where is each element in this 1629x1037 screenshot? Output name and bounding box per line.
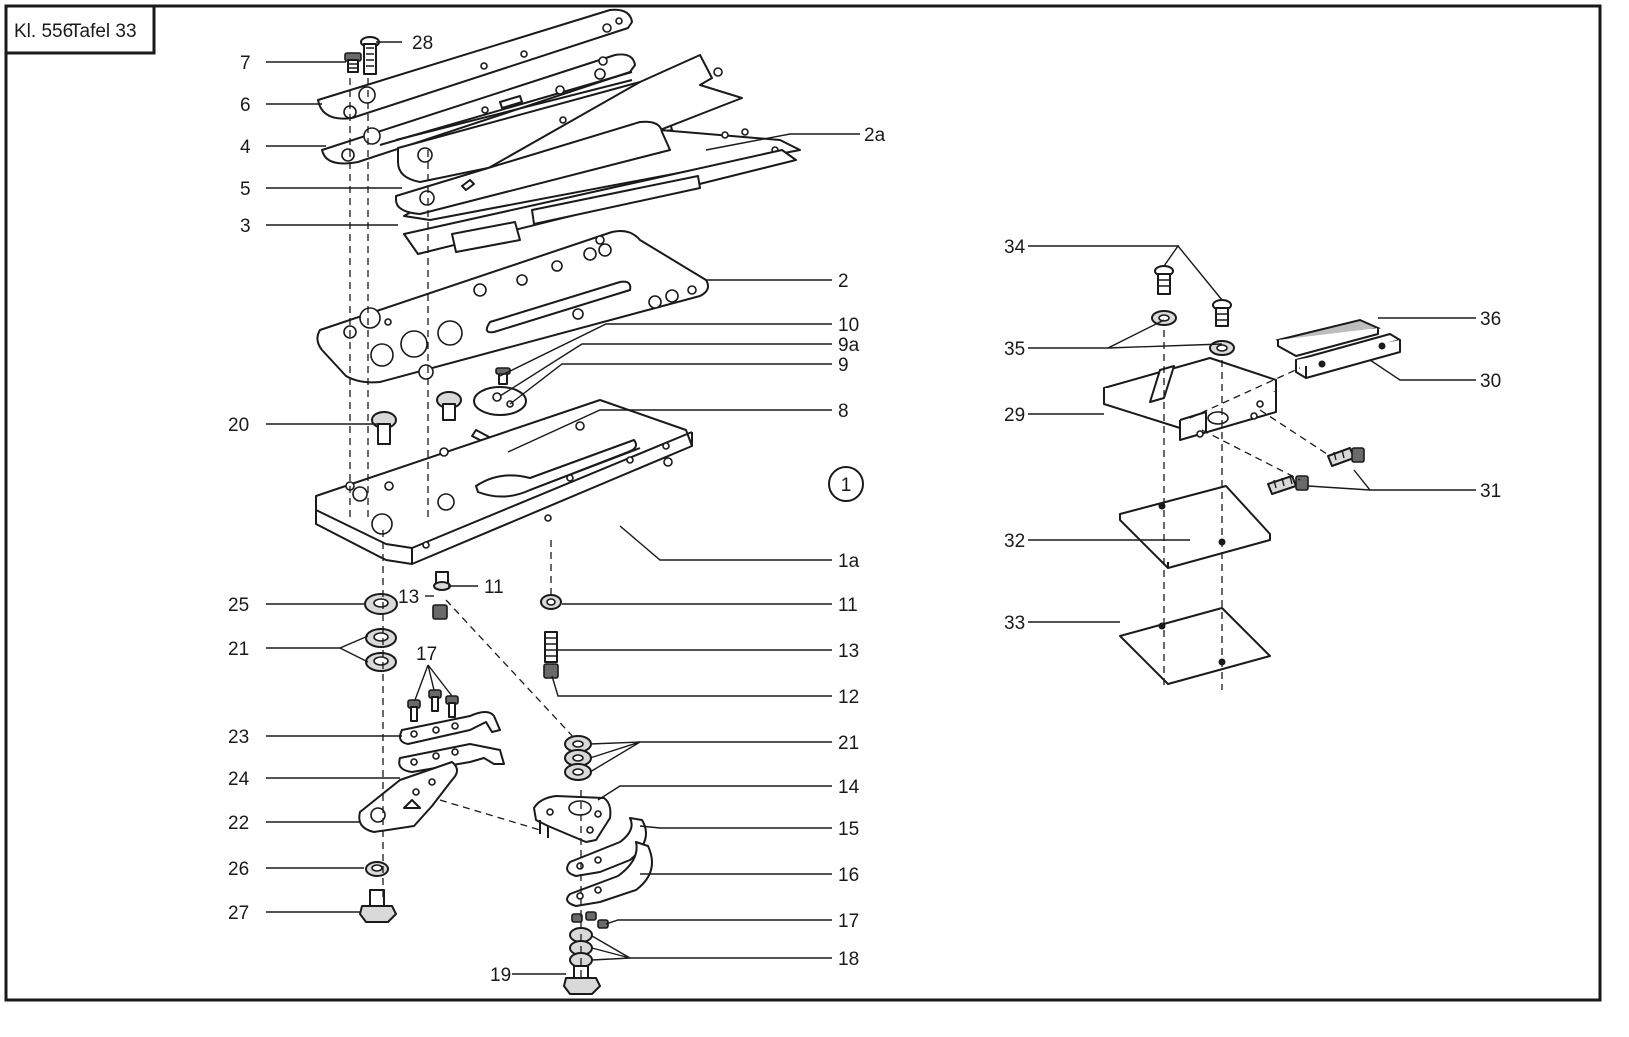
part-21-washers-left [365, 628, 397, 672]
callout-13-upper: 13 [398, 587, 419, 608]
callout-8: 8 [838, 401, 849, 422]
callout-6: 6 [240, 95, 251, 116]
part-22-plate [358, 761, 458, 833]
callout-18: 18 [838, 949, 859, 970]
callout-26: 26 [228, 859, 249, 880]
part-36-felt [1275, 318, 1381, 357]
callout-24: 24 [228, 769, 250, 790]
part-26-washer [365, 861, 389, 877]
part-28-screw [360, 36, 380, 75]
part-19-nut [563, 965, 601, 995]
callout-21-left: 21 [228, 639, 249, 660]
callout-9a: 9a [838, 335, 860, 356]
part-31-screws [1267, 447, 1365, 495]
part-6-strip [317, 8, 633, 120]
callout-31: 31 [1480, 481, 1501, 502]
callout-7: 7 [240, 53, 251, 74]
part-4-strip [321, 53, 636, 165]
part-17-screws-upper [407, 689, 459, 722]
callout-35: 35 [1004, 339, 1025, 360]
callout-27: 27 [228, 903, 249, 924]
part-11-nut-upper [433, 571, 451, 591]
part-23-lever [399, 711, 501, 745]
part-34-screws [1154, 265, 1232, 327]
part-17-screws-lower [571, 911, 609, 929]
part-15-cam [566, 817, 647, 877]
callout-33: 33 [1004, 613, 1025, 634]
callout-16: 16 [838, 865, 859, 886]
title-model: Kl. 556 [14, 21, 73, 42]
callout-22: 22 [228, 813, 249, 834]
callout-14: 14 [838, 777, 860, 798]
title-plate: Tafel 33 [70, 21, 137, 42]
leader-lines [266, 41, 1476, 975]
part-21-washers-right [564, 735, 592, 781]
part-14-bracket [533, 795, 612, 843]
part-9-disc [473, 386, 527, 416]
callout-34: 34 [1004, 237, 1026, 258]
part-2a-window-plate [403, 149, 797, 255]
part-32-plate [1119, 485, 1271, 569]
part-9a-screw [495, 367, 511, 385]
view-marker: 1 [828, 466, 864, 502]
callout-29: 29 [1004, 405, 1025, 426]
part-7-screw [344, 52, 362, 73]
callout-21-right: 21 [838, 733, 859, 754]
callout-23: 23 [228, 727, 249, 748]
callout-36: 36 [1480, 309, 1501, 330]
callout-10: 10 [838, 315, 859, 336]
callout-13-lower: 13 [838, 641, 859, 662]
part-13-set-screw-upper [432, 604, 448, 620]
part-2-plate [316, 230, 709, 384]
callout-9: 9 [838, 355, 849, 376]
callout-30: 30 [1480, 371, 1501, 392]
callout-11-upper: 11 [484, 577, 504, 598]
callout-25: 25 [228, 595, 249, 616]
callout-12: 12 [838, 687, 859, 708]
alignment-lines [349, 78, 1331, 980]
title-block: Kl. 556 Tafel 33 [4, 4, 156, 55]
callout-4: 4 [240, 137, 251, 158]
view-marker-circle [828, 466, 864, 502]
title-box [4, 4, 156, 55]
part-12-sleeve [543, 663, 559, 679]
part-29-block [1103, 357, 1277, 441]
part-30-bar [1295, 333, 1401, 379]
callout-17-lower: 17 [838, 911, 859, 932]
part-13-stud-lower [544, 631, 558, 663]
callout-20: 20 [228, 415, 249, 436]
part-3-slide [395, 120, 671, 215]
callout-1a: 1a [838, 551, 860, 572]
callout-5: 5 [240, 179, 251, 200]
callout-3: 3 [240, 216, 251, 237]
drawing-frame [4, 4, 1602, 1002]
part-25-washer [364, 593, 398, 615]
callout-11-lower: 11 [838, 595, 858, 616]
part-20-screw-left [371, 411, 397, 445]
callout-17-upper: 17 [416, 644, 437, 665]
callout-15: 15 [838, 819, 859, 840]
part-33-gasket [1119, 607, 1271, 685]
part-24-lever [398, 743, 505, 773]
callout-32: 32 [1004, 531, 1025, 552]
callout-labels: 7 28 6 4 5 3 2a 2 10 9a 9 20 8 1a 11 13 … [228, 33, 1501, 986]
part-27-nut [359, 889, 397, 923]
callout-19: 19 [490, 965, 511, 986]
view-marker-label: 1 [841, 475, 852, 496]
callout-2: 2 [838, 271, 849, 292]
part-16-cam [566, 841, 653, 907]
callout-28: 28 [412, 33, 433, 54]
part-11-nut-lower [540, 594, 562, 610]
part-20-screw-right [436, 391, 462, 421]
part-1a-base-plate [315, 399, 693, 565]
callout-2a: 2a [864, 125, 886, 146]
